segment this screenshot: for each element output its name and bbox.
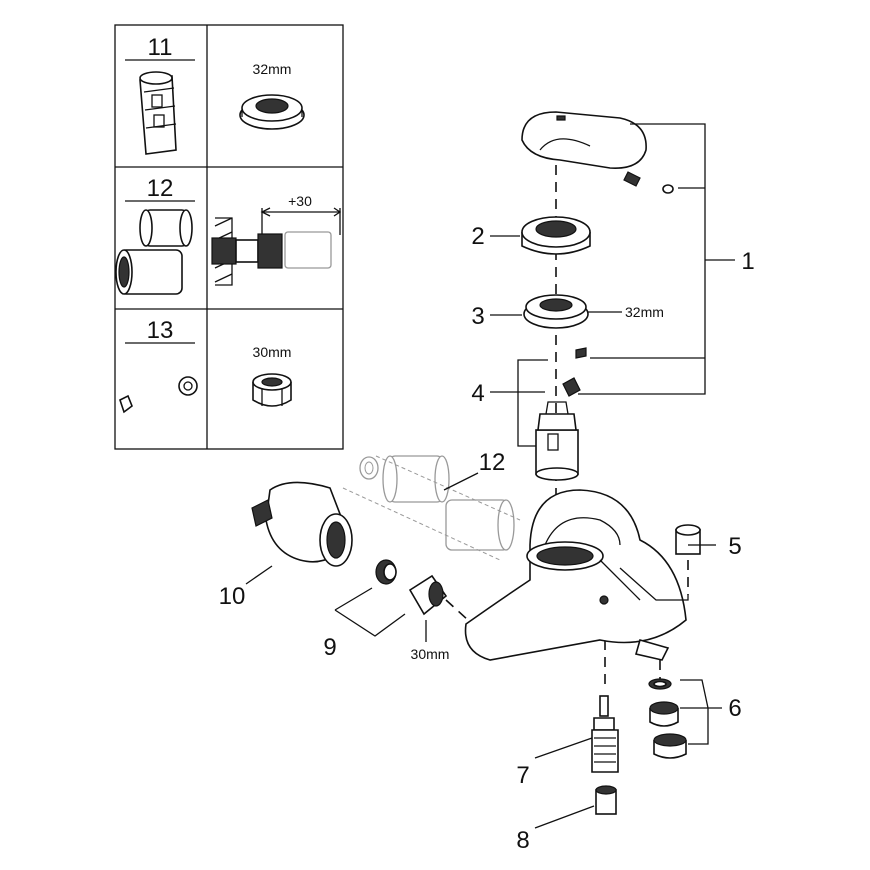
- cartridge: [535, 401, 579, 481]
- table-row-13: 13 30mm: [119, 317, 292, 414]
- callout-5: 5: [728, 533, 741, 560]
- callout-6: 6: [728, 695, 741, 722]
- nut-32mm-icon: [239, 94, 305, 130]
- callout-9: 9: [323, 634, 336, 661]
- callout-9-size: 30mm: [411, 646, 450, 662]
- valve-sleeve: [595, 785, 617, 815]
- part-number-13: 13: [147, 317, 174, 344]
- aerator-set: [648, 678, 687, 759]
- leader-lines: [245, 123, 735, 829]
- fitting-set: [375, 559, 469, 621]
- callout-12: 12: [479, 449, 506, 476]
- cartridge-screws: [562, 347, 587, 397]
- part-number-12: 12: [147, 175, 174, 202]
- table-row-11: 11 32mm: [125, 34, 305, 155]
- cartridge-tool-icon: [139, 71, 177, 155]
- nut-30mm-icon: [252, 373, 292, 407]
- callout-4: 4: [471, 380, 484, 407]
- cap: [675, 524, 701, 555]
- mixer-body: [464, 489, 687, 661]
- spec-32mm: 32mm: [253, 61, 292, 77]
- callout-3-size: 32mm: [625, 304, 664, 320]
- callout-10: 10: [219, 583, 246, 610]
- callout-7: 7: [516, 762, 529, 789]
- spare-parts-table: 11 32mm 12: [114, 24, 344, 450]
- lever-handle: [521, 111, 674, 194]
- wrench-icon: [119, 376, 198, 414]
- fitting-axis: [445, 599, 469, 621]
- spec-30mm: 30mm: [253, 344, 292, 360]
- nut-32mm: [523, 294, 589, 329]
- extension-set-ghost: [342, 455, 521, 561]
- callout-3: 3: [471, 303, 484, 330]
- callout-2: 2: [471, 223, 484, 250]
- extension-set-icon: [115, 209, 193, 295]
- table-row-12: 12 +30: [115, 175, 342, 295]
- s-union: [251, 481, 353, 567]
- part-number-11: 11: [148, 34, 173, 61]
- cover-ring: [521, 216, 591, 255]
- callout-1: 1: [741, 248, 754, 275]
- callout-8: 8: [516, 827, 529, 854]
- spec-plus-30: +30: [288, 193, 312, 209]
- extension-install-icon: [211, 207, 342, 286]
- diverter-valve: [591, 695, 619, 773]
